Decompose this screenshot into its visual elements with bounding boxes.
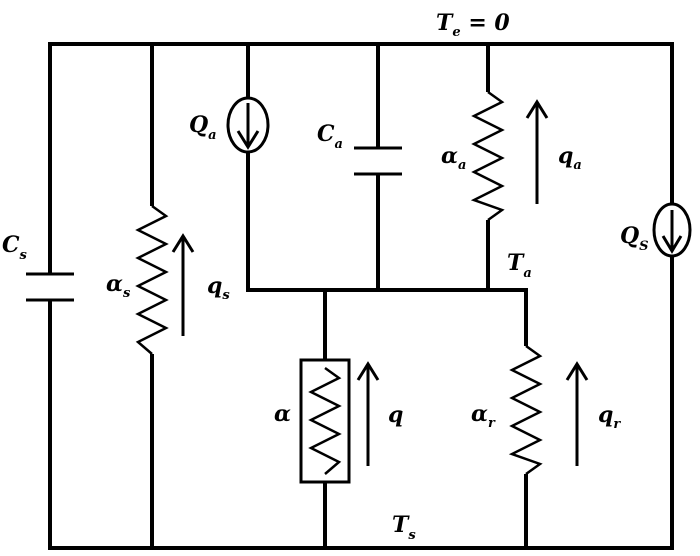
label-qs: qs <box>207 273 230 303</box>
label-qs-source: QS <box>620 223 649 254</box>
label-alpha-s: αs <box>106 271 131 301</box>
label-qa: Qa <box>189 112 217 143</box>
arrow-qs <box>171 233 195 336</box>
resistor-alpha-a <box>470 90 505 222</box>
resistor-alpha-r <box>508 344 543 476</box>
label-ts: Ts <box>392 512 416 543</box>
label-ta: Ta <box>507 250 532 281</box>
arrow-qr <box>565 361 589 466</box>
label-cs: Cs <box>2 232 28 263</box>
label-alpha-a: αa <box>441 143 466 173</box>
arrow-q <box>356 361 380 466</box>
current-source-qa <box>226 96 270 154</box>
label-qr: qr <box>598 402 621 432</box>
capacitor-ca <box>350 146 406 176</box>
label-te: Te = 0 <box>436 10 510 40</box>
label-flow-qa: qa <box>558 143 582 173</box>
label-ca: Ca <box>317 121 343 152</box>
label-alpha-r: αr <box>471 401 496 431</box>
resistor-alpha-boxed <box>299 358 351 484</box>
arrow-qa <box>525 99 549 204</box>
label-alpha: α <box>274 401 291 427</box>
current-source-qs <box>652 202 692 258</box>
resistor-alpha-s <box>135 204 169 355</box>
label-q: q <box>388 402 403 428</box>
capacitor-cs <box>20 272 80 302</box>
